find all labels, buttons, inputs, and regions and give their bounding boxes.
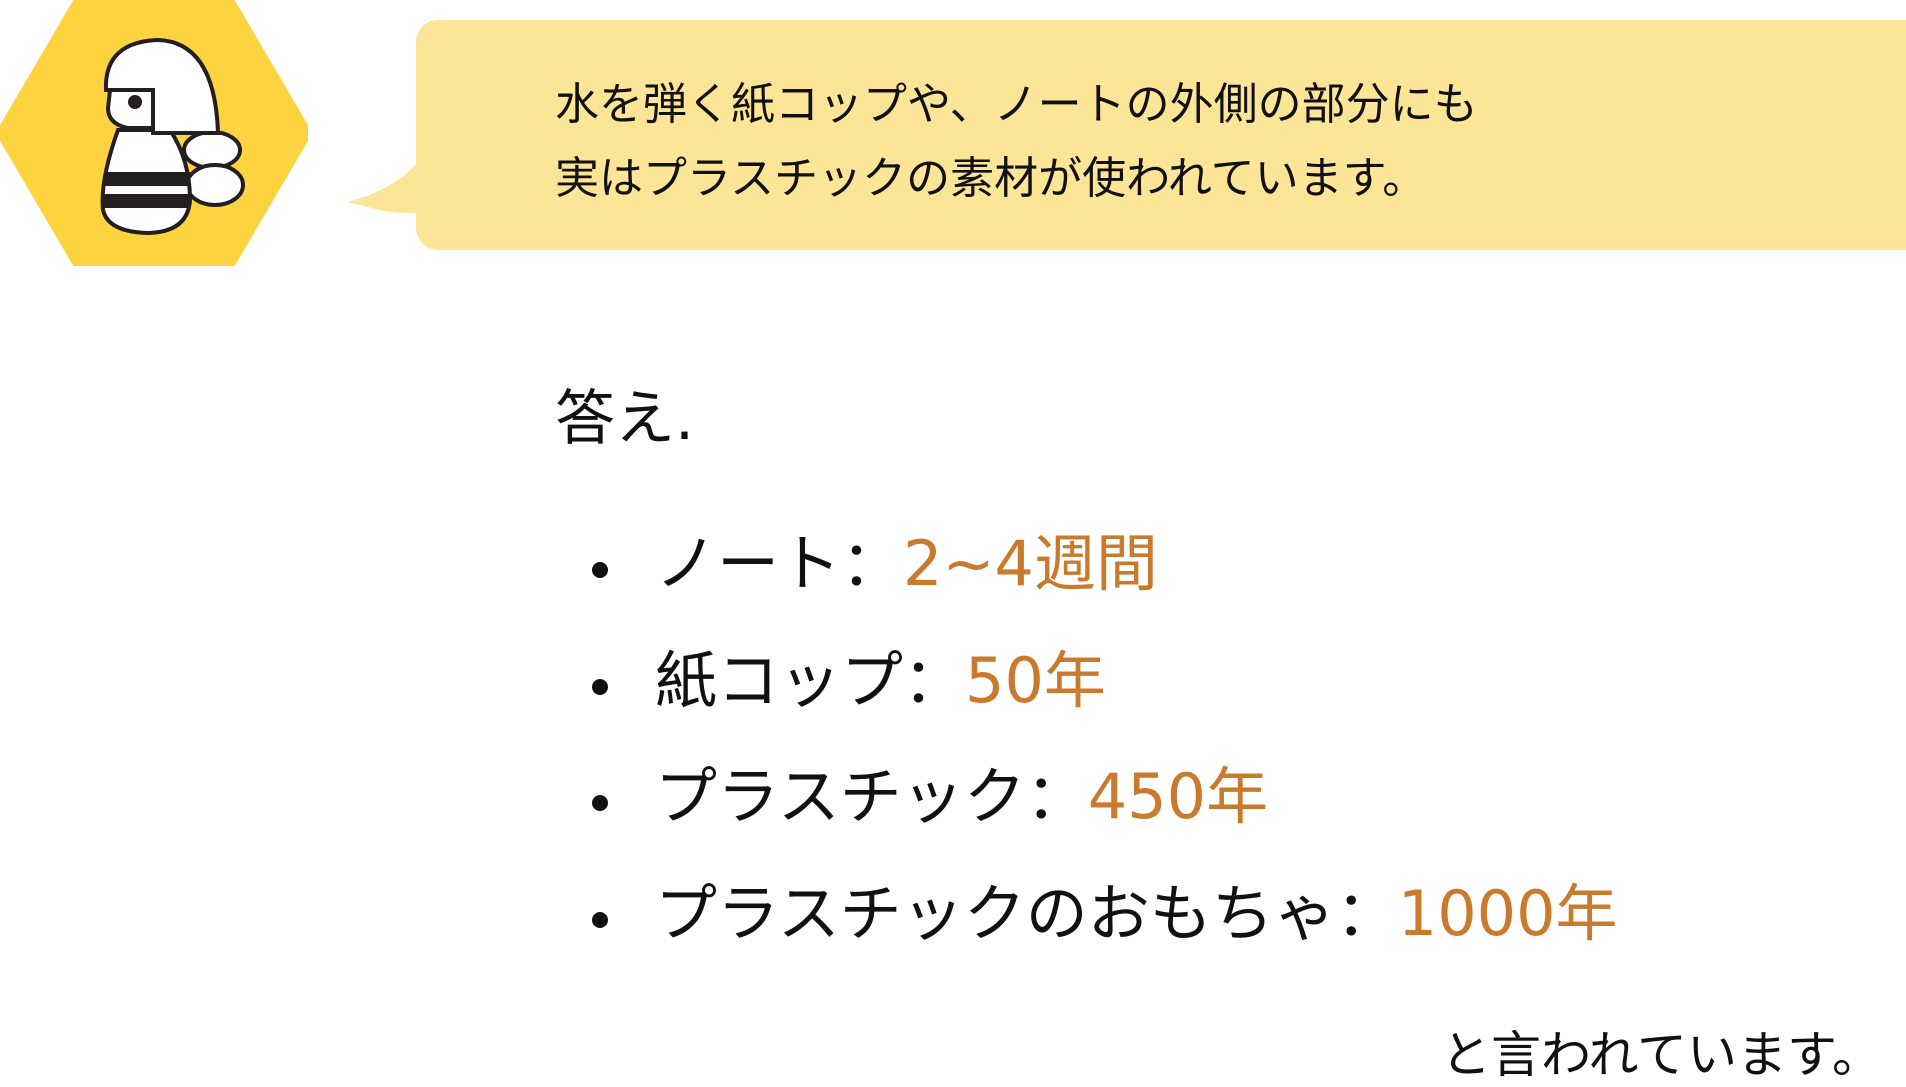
item-value: 450年 [1087, 760, 1269, 833]
item-value: 50年 [965, 643, 1106, 717]
item-label: 紙コップ： [655, 643, 966, 717]
speech-line-2: 実はプラスチックの素材が使われています。 [555, 153, 1427, 204]
bee-mascot-icon [0, 0, 308, 266]
item-value: 2~4週間 [903, 527, 1158, 600]
list-item: プラスチックのおもちゃ：1000年 [590, 870, 1618, 987]
closing-text: と言われています。 [1441, 1026, 1882, 1084]
item-value: 1000年 [1397, 876, 1618, 950]
answer-heading: 答え. [555, 384, 695, 454]
speech-bubble-tail [347, 160, 430, 213]
list-item: プラスチック：450年 [590, 753, 1618, 870]
speech-line-1: 水を弾く紙コップや、ノートの外側の部分にも [555, 79, 1478, 130]
speech-bubble-text: 水を弾く紙コップや、ノートの外側の部分にも 実はプラスチックの素材が使われていま… [555, 68, 1478, 216]
item-label: プラスチックのおもちゃ： [655, 876, 1398, 950]
list-item: ノート：2~4週間 [590, 520, 1618, 637]
answer-list: ノート：2~4週間 紙コップ：50年 プラスチック：450年 プラスチックのおも… [590, 520, 1618, 986]
list-item: 紙コップ：50年 [590, 637, 1618, 754]
speech-bubble [416, 20, 1906, 250]
item-label: プラスチック： [655, 760, 1088, 833]
item-label: ノート： [655, 527, 904, 600]
